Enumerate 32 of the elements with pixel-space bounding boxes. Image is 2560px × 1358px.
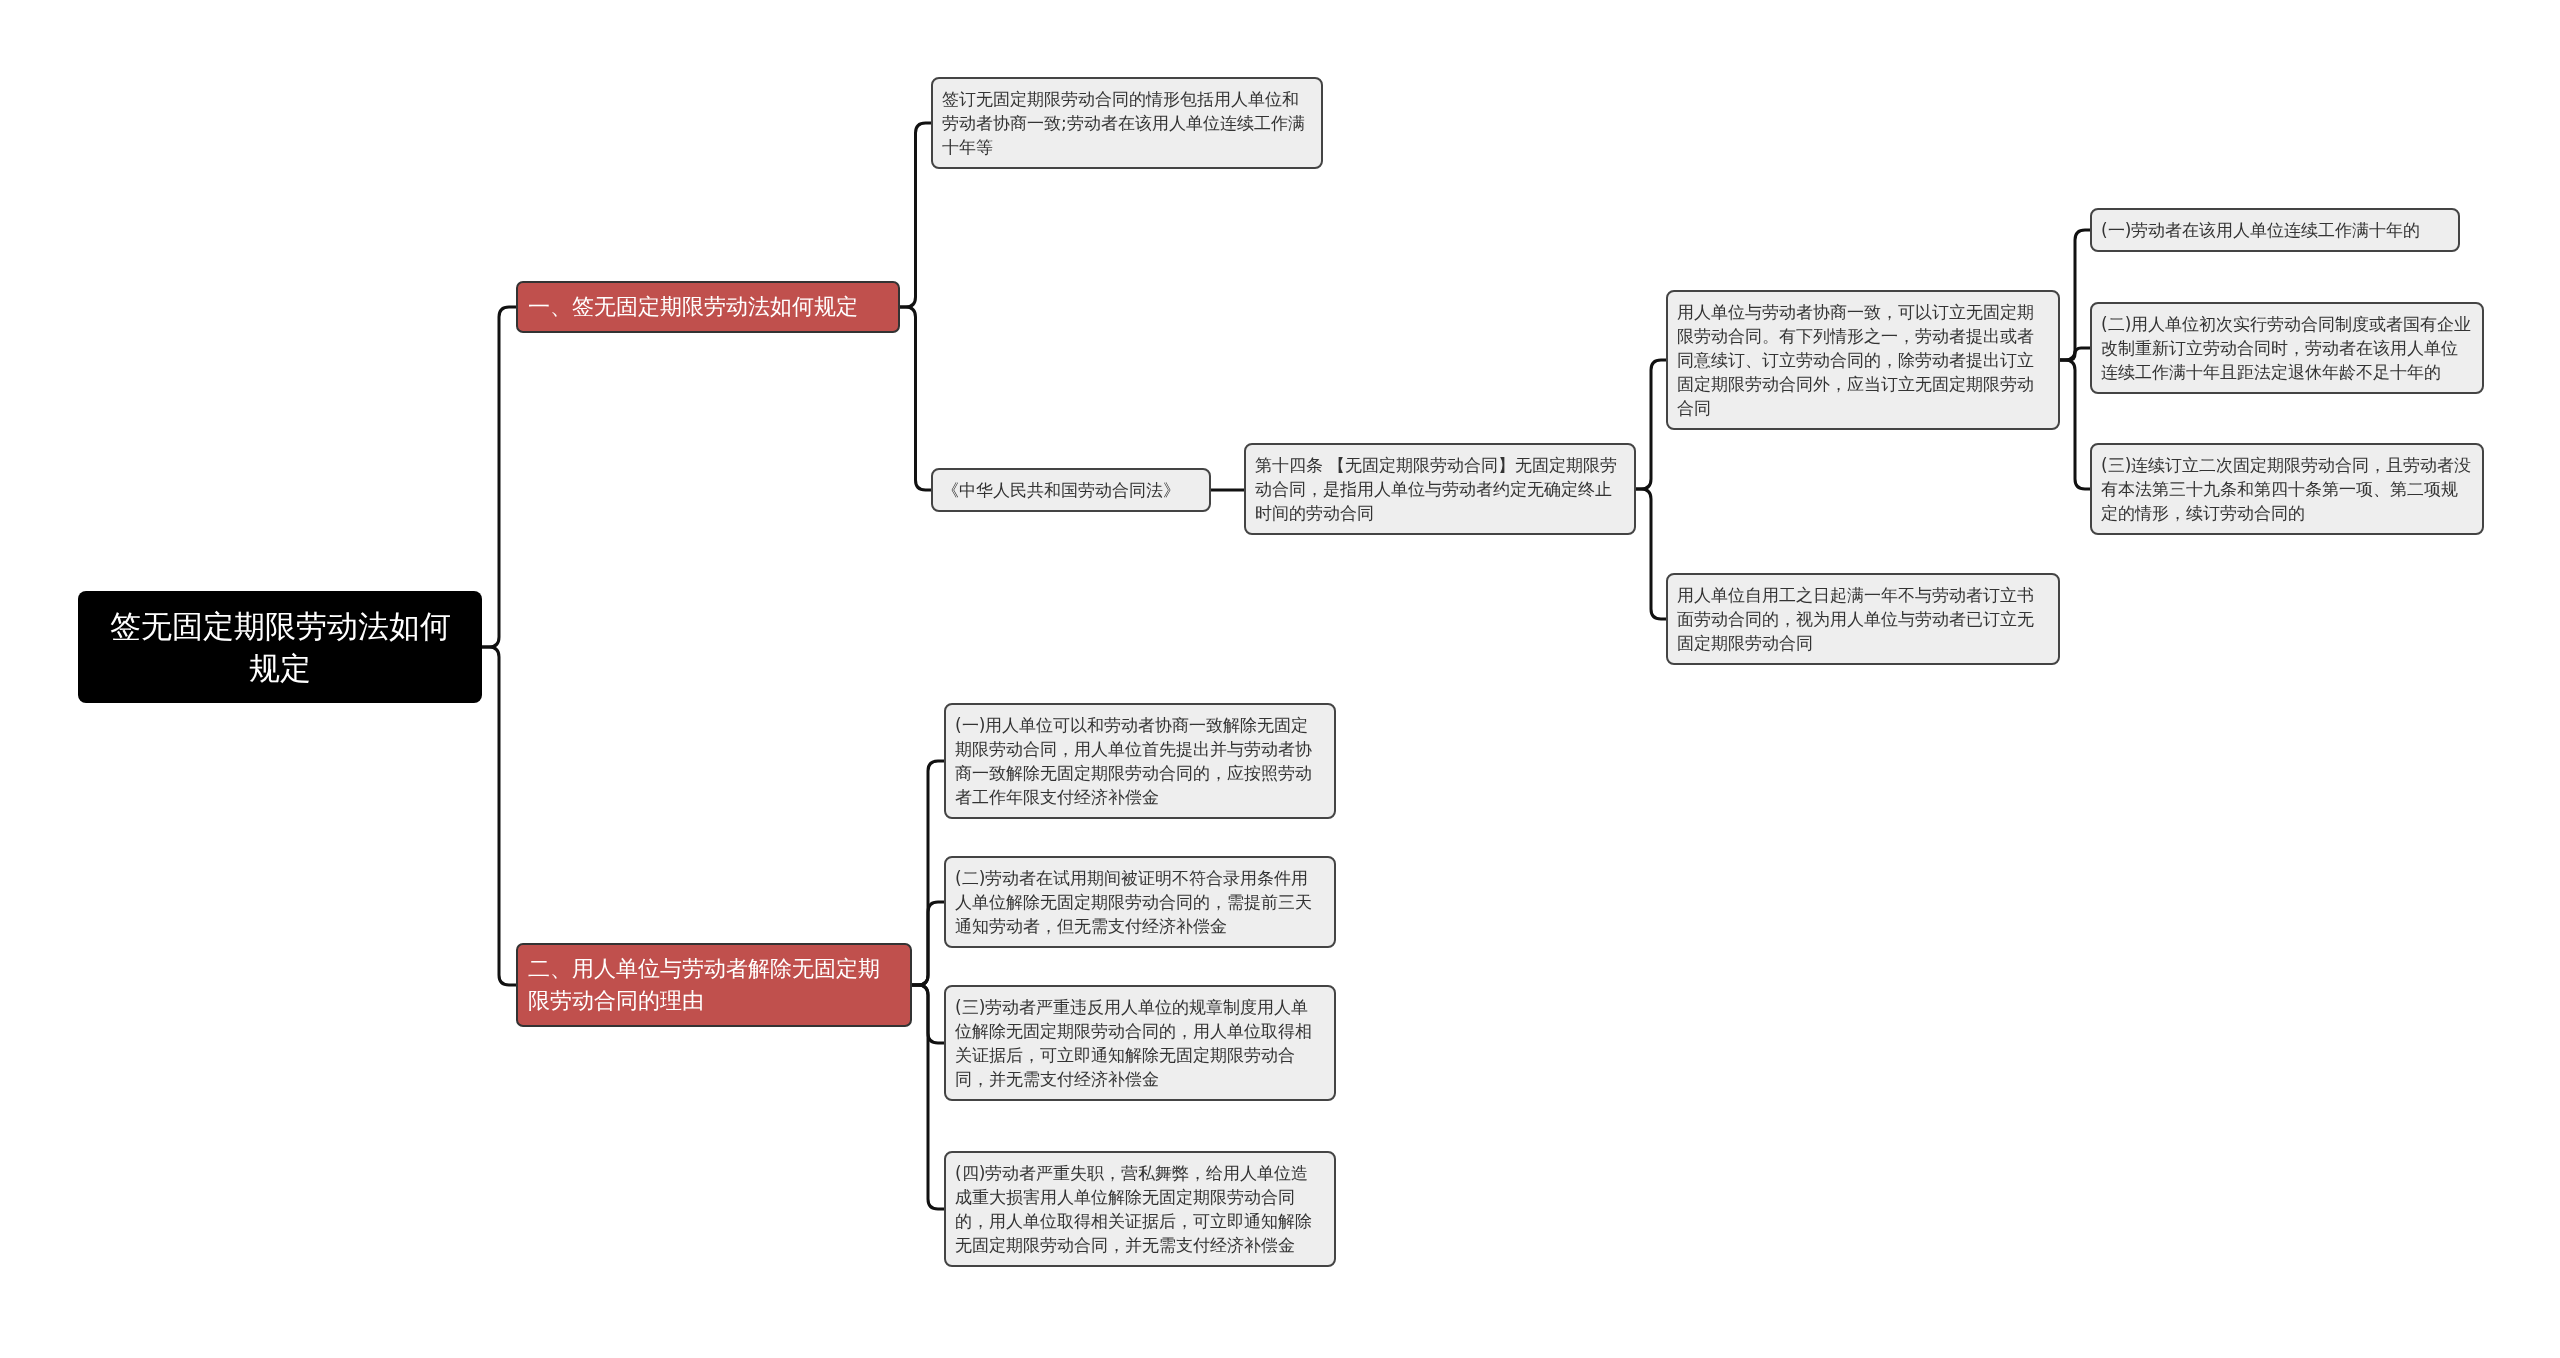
topic-text: (二)用人单位初次实行劳动合同制度或者国有企业改制重新订立劳动合同时，劳动者在该用人单位连续工作满十年且距法定退休年龄不足十年的: [2101, 313, 2473, 384]
subtopic-box: [2090, 208, 2460, 252]
topic-text: 用人单位与劳动者协商一致，可以订立无固定期限劳动合同。有下列情形之一，劳动者提出或者同意续订、订立劳动合同的，除劳动者提出订立固定期限劳动合同外，应当订立无固定期限劳动合同: [1677, 301, 2035, 420]
topic-text: 一、签无固定期限劳动法如何规定: [528, 293, 859, 321]
subtopic-box: [944, 856, 1336, 948]
topic-text: (一)用人单位可以和劳动者协商一致解除无固定期限劳动合同，用人单位首先提出并与劳动者协商一致解除无固定期限劳动合同的，应按照劳动者工作年限支付经济补偿金: [955, 714, 1313, 809]
topic-text: 二、用人单位与劳动者解除无固定期限劳动合同的理由: [528, 955, 881, 1015]
topic-text: 签无固定期限劳动法如何规定: [108, 607, 452, 688]
topic-text: 签订无固定期限劳动合同的情形包括用人单位和劳动者协商一致;劳动者在该用人单位连续工作满十年等: [942, 88, 1306, 159]
topic-text: 第十四条 【无固定期限劳动合同】无固定期限劳动合同，是指用人单位与劳动者约定无确定终止时间的劳动合同: [1255, 454, 1619, 525]
subtopic-box: [2090, 443, 2484, 535]
subtopic-box: [944, 985, 1336, 1101]
branch-topic-box: [516, 281, 900, 333]
topic-text: (一)劳动者在该用人单位连续工作满十年的: [2101, 219, 2422, 242]
topic-text: (三)劳动者严重违反用人单位的规章制度用人单位解除无固定期限劳动合同的，用人单位取得相关证据后，可立即通知解除无固定期限劳动合同，并无需支付经济补偿金: [955, 996, 1313, 1091]
subtopic-box: [944, 703, 1336, 819]
subtopic-box: [1666, 290, 2060, 430]
root-topic-box: [78, 591, 482, 703]
subtopic-box: [931, 77, 1323, 169]
topic-text: (三)连续订立二次固定期限劳动合同，且劳动者没有本法第三十九条和第四十条第一项、第二项规定的情形，续订劳动合同的: [2101, 454, 2473, 525]
subtopic-box: [931, 468, 1211, 512]
subtopic-box: [2090, 302, 2484, 394]
topic-text: 用人单位自用工之日起满一年不与劳动者订立书面劳动合同的，视为用人单位与劳动者已订立无固定期限劳动合同: [1677, 584, 2035, 655]
subtopic-box: [1244, 443, 1636, 535]
connector-line: [1211, 488, 1244, 492]
topic-text: (二)劳动者在试用期间被证明不符合录用条件用人单位解除无固定期限劳动合同的，需提前三天通知劳动者，但无需支付经济补偿金: [955, 867, 1313, 938]
topic-text: (四)劳动者严重失职，营私舞弊，给用人单位造成重大损害用人单位解除无固定期限劳动合同的，用人单位取得相关证据后，可立即通知解除无固定期限劳动合同，并无需支付经济补偿金: [955, 1162, 1313, 1257]
topic-text: 《中华人民共和国劳动合同法》: [942, 479, 1181, 502]
branch-topic-box: [516, 943, 912, 1027]
subtopic-box: [944, 1151, 1336, 1267]
connector-line: [912, 983, 944, 1211]
subtopic-box: [1666, 573, 2060, 665]
